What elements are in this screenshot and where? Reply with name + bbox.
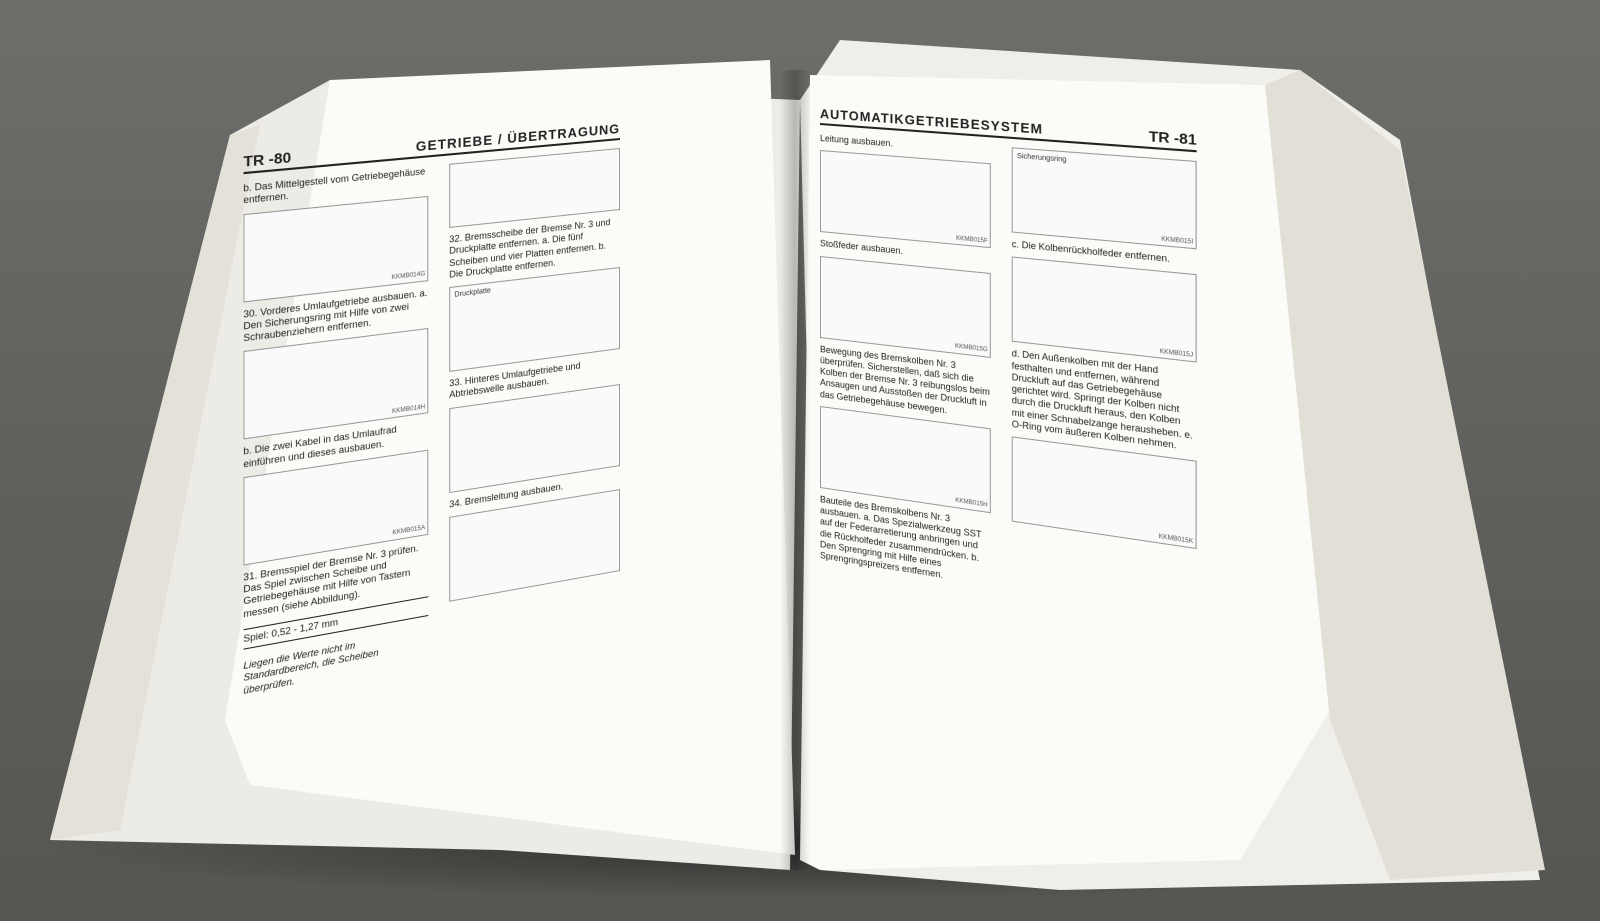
figure-code: KKMB015J [1159, 348, 1194, 359]
illustration: KKMB014G [243, 195, 429, 302]
figure-code: KKMB014G [391, 271, 426, 282]
figure-code: KKMB015H [955, 497, 988, 509]
illustration: KKMB015J [1011, 256, 1197, 363]
right-page-number: TR -81 [1148, 127, 1197, 149]
figure-label: Druckplatte [454, 287, 491, 299]
figure-code: KKMB014H [391, 404, 426, 415]
left-page-number: TR -80 [243, 148, 292, 170]
illustration: KKMB015K [1011, 436, 1197, 550]
right-page-column-1: Leitung ausbauen. KKMB015F Stoßfeder aus… [820, 127, 991, 589]
gutter [780, 70, 810, 870]
left-page: TR -80 GETRIEBE / ÜBERTRAGUNG b. Das Mit… [243, 120, 621, 756]
illustration [449, 148, 620, 228]
figure-code: KKMB015I [1161, 235, 1194, 246]
figure-code: KKMB015K [1158, 533, 1194, 545]
right-page: AUTOMATIKGETRIEBESYSTEM TR -81 Leitung a… [820, 105, 1197, 735]
right-edge-pages [1265, 70, 1545, 880]
left-edge-pages [50, 125, 260, 840]
figure-code: KKMB015A [392, 525, 426, 537]
figure-code: KKMB015F [956, 235, 988, 245]
illustration: KKMB015F [820, 150, 991, 249]
figure-code: KKMB015G [954, 343, 988, 354]
figure-label: Sicherungsring [1016, 152, 1067, 164]
illustration: KKMB015G [820, 255, 991, 358]
step-text: d. Den Außenkolben mit der Hand festhalt… [1011, 348, 1193, 451]
left-page-column-2: 32. Bremsscheibe der Bremse Nr. 3 und Dr… [449, 142, 620, 608]
left-page-column-1: b. Das Mittelgestell vom Getriebegehäuse… [243, 159, 429, 696]
illustration: Druckplatte [449, 267, 620, 372]
